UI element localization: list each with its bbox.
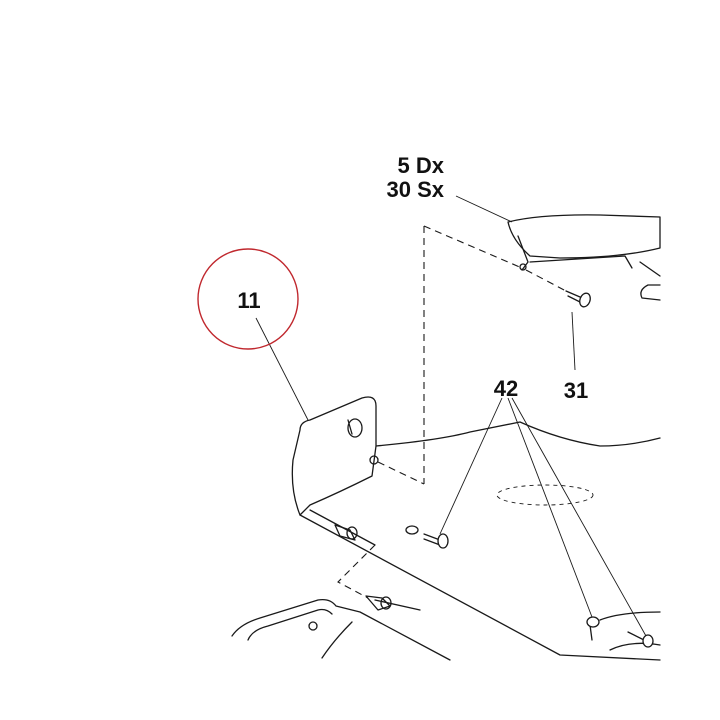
leader-42-c: [511, 397, 647, 637]
housing-body: [299, 421, 661, 661]
side-cover-part-11: [291, 396, 379, 546]
hole-42: [405, 525, 419, 535]
label-42: 42: [494, 376, 518, 401]
assembly-line-lower: [337, 544, 376, 599]
screw-42-right-a: [586, 616, 600, 641]
leader-42-a: [439, 397, 503, 535]
label-11: 11: [237, 288, 260, 313]
assembly-line-top: [423, 225, 523, 269]
label-5-dx: 5 Dx: [398, 153, 445, 178]
screw-42-right-b: [627, 631, 654, 648]
cover-fitting: [334, 524, 358, 541]
top-bracket-part: [507, 214, 661, 301]
leader-11: [255, 317, 309, 421]
assembly-line-cover: [377, 461, 425, 485]
screw-42-left: [423, 533, 449, 549]
assembly-line-screw31: [525, 269, 569, 293]
lower-bracket: [231, 595, 451, 661]
label-31: 31: [564, 378, 588, 403]
leader-42-b: [507, 397, 593, 618]
highlight-circle-11: [197, 248, 299, 350]
screw-31: [565, 290, 591, 308]
leader-31: [571, 311, 576, 371]
label-30-sx: 30 Sx: [387, 177, 445, 202]
leader-5dx: [455, 195, 513, 223]
